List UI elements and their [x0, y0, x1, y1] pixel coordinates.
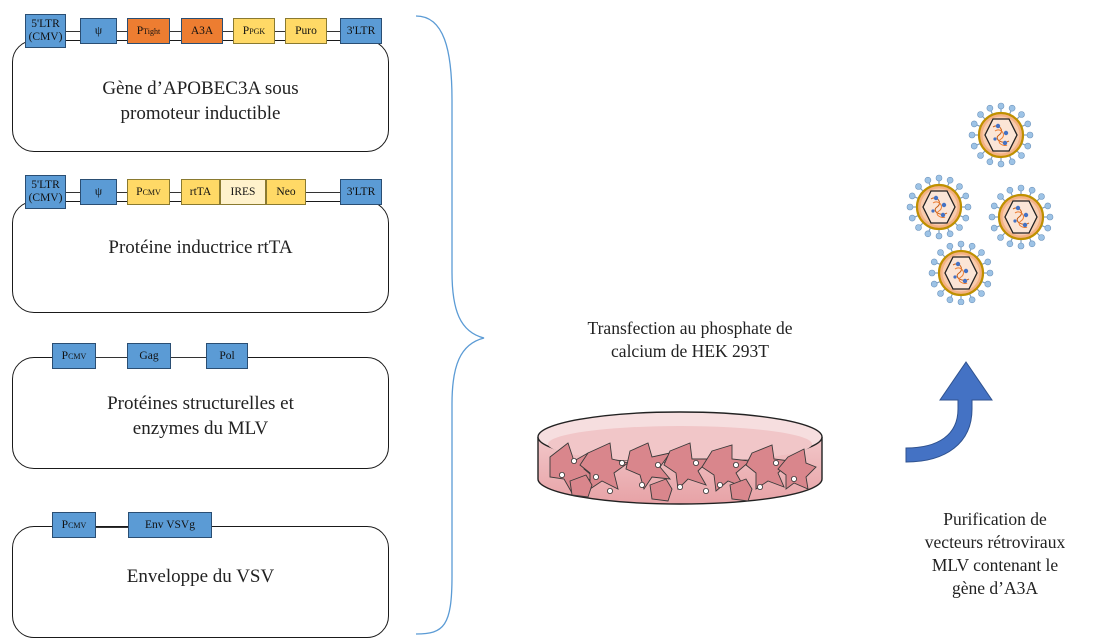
curved-arrow-icon	[905, 361, 993, 463]
curly-brace	[415, 15, 485, 635]
virus-particle-1	[967, 101, 1035, 169]
viral-particles	[905, 101, 1055, 305]
purification-line1: Purification de	[943, 509, 1047, 529]
virus-particle-4	[927, 239, 995, 305]
cell-nuclei	[558, 458, 797, 495]
purification-line4: gène d’A3A	[951, 578, 1038, 598]
plasmid-label-line1: Protéines structurelles et	[107, 393, 294, 414]
a3a-box: A3A	[181, 18, 223, 44]
plasmid-frame: Protéine inductrice rtTA	[12, 201, 389, 313]
plasmid-label-line1: Enveloppe du VSV	[126, 566, 275, 587]
ltr5-box: 5'LTR (CMV)	[25, 14, 66, 48]
plasmid-frame: Enveloppe du VSV	[12, 526, 389, 638]
plasmid-frame: Protéines structurelles et enzymes du ML…	[12, 357, 389, 469]
env-vsvg-box: Env VSVg	[128, 512, 212, 538]
pol-box: Pol	[206, 343, 248, 369]
ltr5-box: 5'LTR (CMV)	[25, 175, 66, 209]
purification-line3: MLV contenant le	[931, 555, 1059, 575]
gag-box: Gag	[127, 343, 171, 369]
plasmid-label-line1: Protéine inductrice rtTA	[108, 237, 293, 258]
plasmid-label-line2: enzymes du MLV	[132, 418, 269, 439]
petri-dish	[537, 411, 823, 505]
neo-box: Neo	[266, 179, 306, 205]
dna-line	[96, 527, 128, 528]
ires-box: IRES	[220, 179, 266, 205]
ltr5-label: 5'LTR	[31, 18, 60, 30]
plasmid-frame: Gène d’APOBEC3A sous promoteur inductibl…	[12, 40, 389, 152]
psi-box: ψ	[80, 179, 117, 205]
ltr5-label: 5'LTR	[31, 179, 60, 191]
ltr3-box: 3'LTR	[340, 18, 382, 44]
virus-particle-2	[905, 173, 973, 241]
transfection-line1: Transfection au phosphate de	[587, 318, 793, 338]
virus-particle-3	[987, 183, 1055, 251]
purification-label: Purification de vecteurs rétroviraux MLV…	[900, 508, 1090, 600]
cell-layer	[549, 442, 817, 502]
plasmid-label-line1: Gène d’APOBEC3A sous	[102, 78, 299, 99]
puro-box: Puro	[285, 18, 327, 44]
transfection-label: Transfection au phosphate de calcium de …	[540, 317, 840, 363]
transfection-line2: calcium de HEK 293T	[611, 341, 769, 361]
rtta-box: rtTA	[181, 179, 220, 205]
plasmid-label-line2: promoteur inductible	[120, 103, 281, 124]
cmv-label: (CMV)	[28, 192, 63, 204]
psi-box: ψ	[80, 18, 117, 44]
cmv-label: (CMV)	[28, 31, 63, 43]
ltr3-box: 3'LTR	[340, 179, 382, 205]
purification-line2: vecteurs rétroviraux	[924, 532, 1066, 552]
